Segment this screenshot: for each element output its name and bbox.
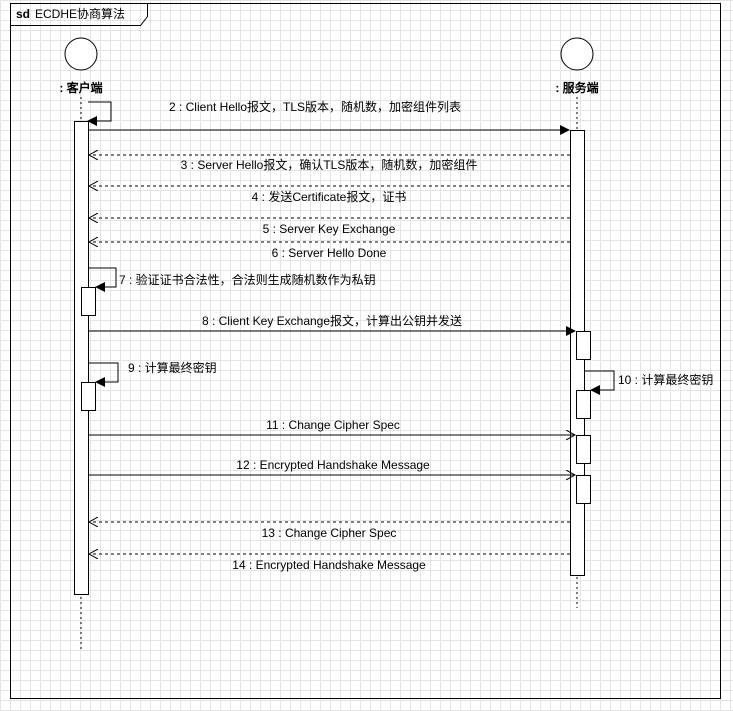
message-3-label: 3 : Server Hello报文，确认TLS版本，随机数，加密组件 [181, 157, 478, 172]
frame-border [10, 3, 721, 699]
message-11-label: 11 : Change Cipher Spec [266, 418, 400, 432]
message-2-label: 2 : Client Hello报文，TLS版本，随机数，加密组件列表 [169, 99, 461, 114]
message-9-label: 9 : 计算最终密钥 [128, 360, 217, 375]
message-12-label: 12 : Encrypted Handshake Message [236, 458, 430, 472]
server-activation-10 [576, 390, 591, 419]
message-8-label: 8 : Client Key Exchange报文，计算出公钥并发送 [202, 313, 462, 328]
message-3[interactable]: 3 : Server Hello报文，确认TLS版本，随机数，加密组件 [89, 155, 570, 172]
message-4-label: 4 : 发送Certificate报文，证书 [252, 189, 407, 204]
message-13-label: 13 : Change Cipher Spec [262, 526, 397, 540]
frame-title: ECDHE协商算法 [35, 6, 125, 21]
message-4[interactable]: 4 : 发送Certificate报文，证书 [89, 186, 570, 204]
server-actor-icon [560, 37, 594, 71]
message-7-label: 7 : 验证证书合法性，合法则生成随机数作为私钥 [119, 272, 376, 287]
participant-server[interactable]: : 服务端 [555, 37, 599, 608]
message-14[interactable]: 14 : Encrypted Handshake Message [89, 554, 570, 572]
server-activation-11 [576, 435, 591, 464]
message-5[interactable]: 5 : Server Key Exchange [89, 218, 570, 236]
message-2[interactable]: 2 : Client Hello报文，TLS版本，随机数，加密组件列表 [88, 99, 570, 135]
message-13[interactable]: 13 : Change Cipher Spec [89, 522, 570, 540]
message-6-label: 6 : Server Hello Done [272, 246, 387, 260]
message-7-arrow [88, 267, 117, 292]
message-10-label: 10 : 计算最终密钥 [618, 372, 713, 387]
message-5-label: 5 : Server Key Exchange [263, 222, 396, 236]
message-6[interactable]: 6 : Server Hello Done [89, 242, 570, 260]
frame-title-tab [10, 3, 148, 26]
message-7[interactable]: 7 : 验证证书合法性，合法则生成随机数作为私钥 [88, 267, 376, 292]
client-activation-9 [81, 382, 96, 411]
message-10[interactable]: 10 : 计算最终密钥 [584, 370, 713, 395]
sd-frame: sd ECDHE协商算法 [10, 3, 721, 699]
client-actor-icon [64, 37, 98, 71]
client-label: : 客户端 [59, 80, 102, 95]
message-14-label: 14 : Encrypted Handshake Message [232, 558, 426, 572]
message-12[interactable]: 12 : Encrypted Handshake Message [88, 458, 575, 475]
participant-client[interactable]: : 客户端 [59, 37, 103, 650]
frame-keyword: sd [16, 7, 30, 21]
message-8[interactable]: 8 : Client Key Exchange报文，计算出公钥并发送 [88, 313, 576, 336]
server-label: : 服务端 [555, 80, 598, 95]
client-activation-7 [81, 287, 96, 316]
message-9-arrow [88, 362, 119, 387]
server-activation-8 [576, 331, 591, 360]
message-9[interactable]: 9 : 计算最终密钥 [88, 360, 217, 387]
message-10-arrow [584, 370, 615, 395]
client-initial-self-call [87, 101, 112, 126]
client-activation [74, 121, 89, 595]
server-activation-12 [576, 475, 591, 504]
message-11[interactable]: 11 : Change Cipher Spec [88, 418, 575, 435]
